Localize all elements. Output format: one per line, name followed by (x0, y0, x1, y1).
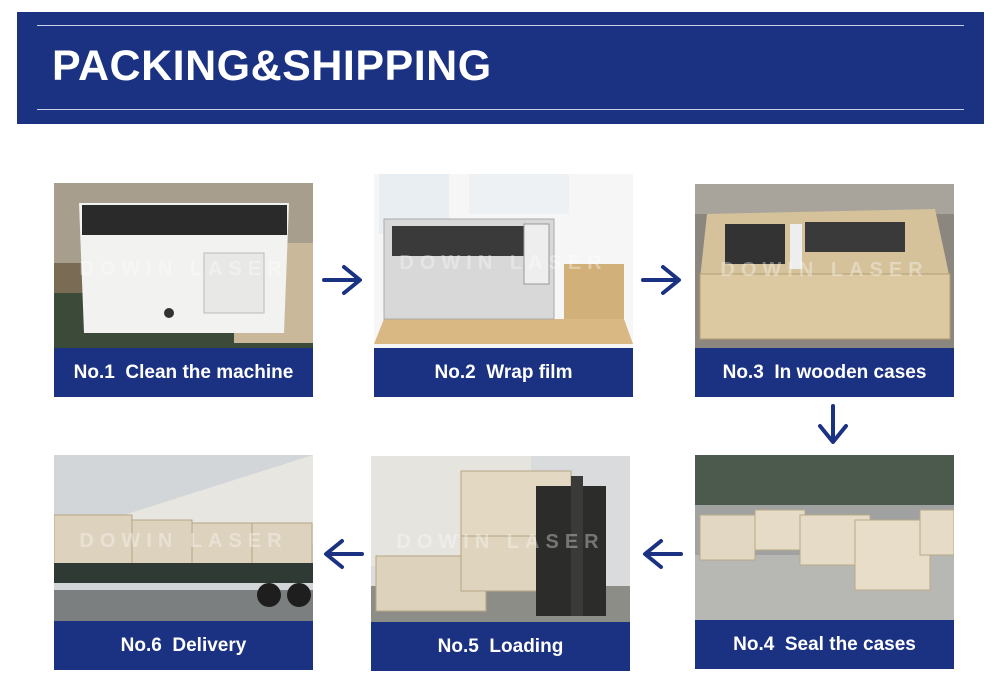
arrow-right-icon (641, 264, 683, 296)
step-4-photo (695, 455, 954, 621)
step-4-label: Seal the cases (784, 634, 916, 655)
step-1-label: Clean the machine (125, 362, 294, 383)
step-3-photo: DOWIN LASER (695, 184, 954, 350)
step-2-number: No.2 (434, 362, 476, 383)
step-6-caption: No.6 Delivery (54, 621, 313, 670)
step-5-number: No.5 (437, 636, 479, 657)
step-4-card: No.4 Seal the cases (695, 455, 954, 669)
step-3-label: In wooden cases (774, 362, 927, 383)
step-5-card: DOWIN LASER No.5 Loading (371, 456, 630, 671)
step-2-label: Wrap film (486, 362, 573, 383)
step-4-caption: No.4 Seal the cases (695, 620, 954, 669)
banner-top-rule (37, 25, 964, 26)
step-6-photo: DOWIN LASER (54, 455, 313, 621)
step-2-photo: DOWIN LASER (374, 174, 633, 348)
banner-bottom-rule (37, 109, 964, 110)
step-5-caption: No.5 Loading (371, 622, 630, 671)
step-3-number: No.3 (722, 362, 764, 383)
step-3-card: DOWIN LASER No.3 In wooden cases (695, 184, 954, 397)
step-1-photo: DOWIN LASER (54, 183, 313, 349)
step-4-number: No.4 (733, 634, 775, 655)
watermark: DOWIN LASER (720, 258, 929, 281)
step-3-caption: No.3 In wooden cases (695, 348, 954, 397)
arrow-right-icon (322, 264, 364, 296)
page-title: PACKING&SHIPPING (52, 42, 492, 90)
step-6-card: DOWIN LASER No.6 Delivery (54, 455, 313, 670)
step-5-label: Loading (489, 636, 564, 657)
step-1-card: DOWIN LASER No.1 Clean the machine (54, 183, 313, 397)
watermark: DOWIN LASER (79, 529, 288, 552)
step-1-caption: No.1 Clean the machine (54, 348, 313, 397)
step-5-photo: DOWIN LASER (371, 456, 630, 622)
watermark: DOWIN LASER (396, 530, 605, 553)
arrow-left-icon (641, 538, 683, 570)
step-2-card: DOWIN LASER No.2 Wrap film (374, 174, 633, 397)
arrow-down-icon (817, 404, 849, 446)
step-6-label: Delivery (172, 635, 247, 656)
header-banner: PACKING&SHIPPING (17, 12, 984, 124)
step-1-number: No.1 (73, 362, 115, 383)
step-6-number: No.6 (120, 635, 162, 656)
arrow-left-icon (322, 538, 364, 570)
watermark: DOWIN LASER (399, 252, 608, 275)
watermark: DOWIN LASER (79, 257, 288, 280)
step-2-caption: No.2 Wrap film (374, 348, 633, 397)
